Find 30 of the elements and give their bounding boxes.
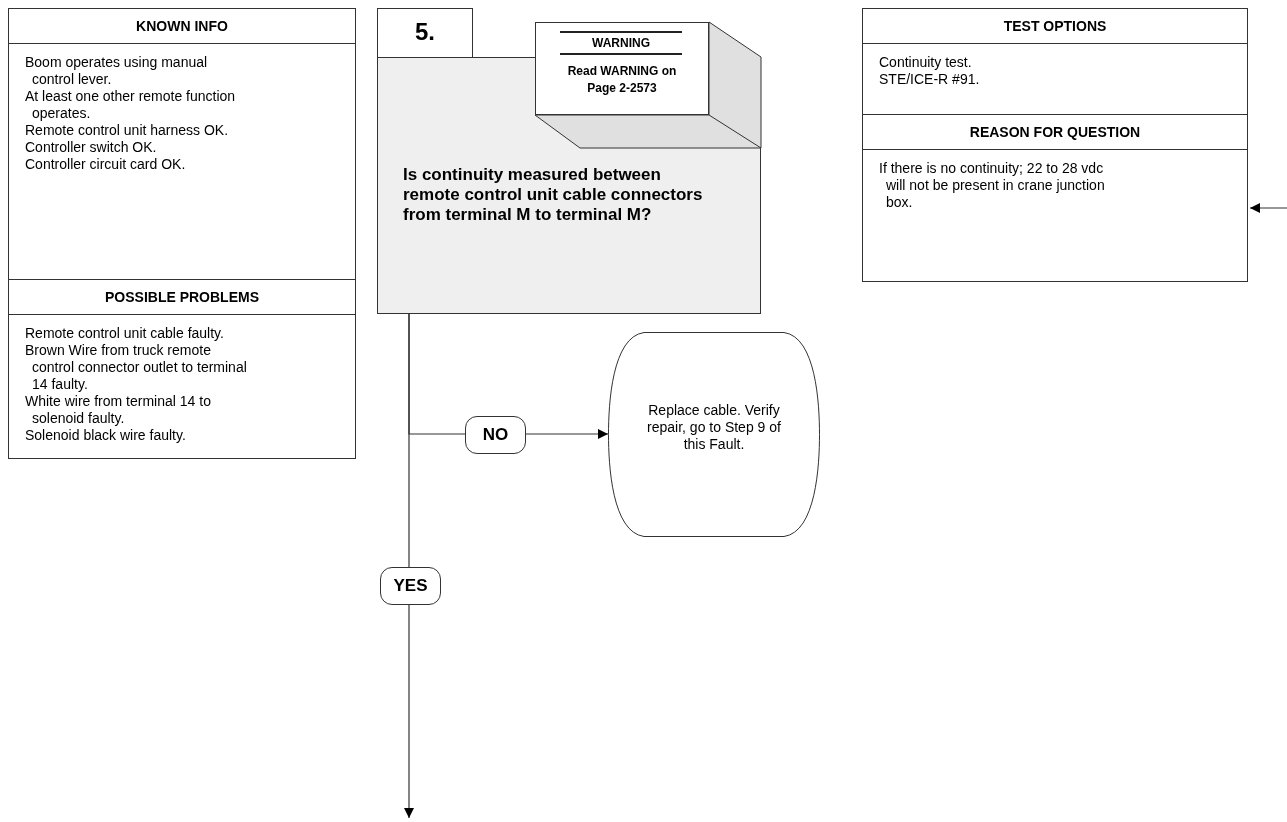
question-text: Is continuity measured between remote control unit cable connectors from terminal M to terminal M? <box>403 165 704 225</box>
info-panel <box>862 8 1248 115</box>
info-text: Remote control unit cable faulty. <box>25 325 225 342</box>
info-text: If there is no continuity; 22 to 28 vdc will not be present in crane junction box. <box>879 160 1106 211</box>
info-text: White wire from terminal 14 to solenoid faulty. <box>25 393 212 427</box>
panel-heading: KNOWN INFO <box>9 9 355 44</box>
warning-heading: WARNING <box>560 31 682 55</box>
info-text: Controller circuit card OK. <box>25 156 187 173</box>
flow-arrow <box>404 313 414 819</box>
info-text: Brown Wire from truck remote control connector outlet to terminal 14 faulty. <box>25 342 248 393</box>
warning-box <box>535 22 709 115</box>
info-panel <box>8 8 356 280</box>
edge-label: NO <box>465 416 526 454</box>
info-text: At least one other remote function operates. <box>25 88 237 122</box>
info-text: Controller switch OK. <box>25 139 158 156</box>
info-text: Solenoid black wire faulty. <box>25 427 187 444</box>
panel-heading: POSSIBLE PROBLEMS <box>9 280 355 315</box>
info-text: Remote control unit harness OK. <box>25 122 230 139</box>
panel-heading: REASON FOR QUESTION <box>863 115 1247 150</box>
info-text: Continuity test. <box>879 54 973 71</box>
edge-label: YES <box>380 567 441 605</box>
info-panel <box>8 279 356 459</box>
panel-heading: TEST OPTIONS <box>863 9 1247 44</box>
info-panel <box>862 114 1248 282</box>
flow-arrow <box>1249 203 1287 213</box>
info-text: STE/ICE-R #91. <box>879 71 981 88</box>
info-text: Boom operates using manual control lever. <box>25 54 209 88</box>
warning-text: Read WARNING on Page 2-2573 <box>566 63 678 97</box>
action-text: Replace cable. Verify repair, go to Step 9 of this Fault. <box>646 402 782 453</box>
step-number: 5. <box>377 8 473 58</box>
